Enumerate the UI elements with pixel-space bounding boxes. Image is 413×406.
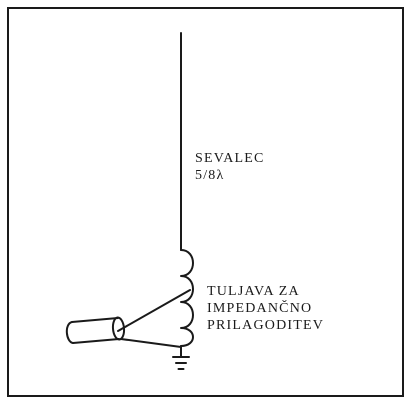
- ground-icon: [172, 356, 190, 370]
- radiator-name: SEVALEC: [195, 151, 265, 166]
- tap-wire: [117, 289, 191, 332]
- diagram-frame: [7, 7, 404, 397]
- radiator-label: SEVALEC 5/8λ: [195, 150, 265, 184]
- radiator-length: 5/8λ: [195, 168, 225, 183]
- coax-cable: [65, 316, 126, 344]
- shield-wire: [120, 338, 182, 348]
- coil-label-line-1: TULJAVA ZA: [207, 284, 300, 299]
- coil-label-line-2: IMPEDANČNO: [207, 301, 313, 316]
- coil-label: TULJAVA ZA IMPEDANČNO PRILAGODITEV: [207, 283, 324, 334]
- coil-label-line-3: PRILAGODITEV: [207, 318, 325, 333]
- matching-coil: [180, 249, 194, 347]
